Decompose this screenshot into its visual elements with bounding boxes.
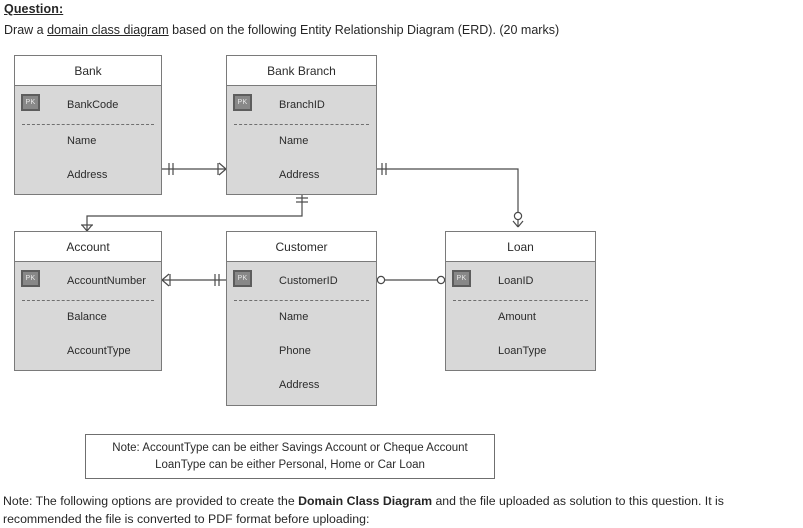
pk-badge-icon: PK — [21, 94, 40, 111]
entity-bank-branch-body: PK BranchID Name Address — [227, 86, 376, 195]
footer-text-before: Note: The following options are provided… — [3, 494, 299, 508]
entity-loan-body: PK LoanID Amount LoanType — [446, 262, 595, 371]
entity-customer-title: Customer — [227, 232, 376, 262]
marker-loan-zero-circle — [513, 211, 523, 221]
entity-loan-title: Loan — [446, 232, 595, 262]
attribute-row: Balance — [15, 300, 161, 334]
pk-badge-icon: PK — [233, 94, 252, 111]
domain-class-diagram-link[interactable]: domain class diagram — [47, 23, 169, 37]
marker-loanleft-zero-circle — [436, 275, 446, 285]
prompt-text-after: based on the following Entity Relationsh… — [168, 23, 560, 37]
erd-connector-lines: Bank Branch (horizontal, at attribute di… — [81, 162, 524, 287]
marker-account-crow-1 — [81, 224, 88, 232]
attribute-row-key: PK BankCode — [15, 86, 161, 124]
marker-loan-crow-1 — [512, 220, 519, 228]
footer-note: Note: The following options are provided… — [3, 492, 800, 528]
attribute-row: Amount — [446, 300, 595, 334]
attribute-name: Name — [67, 135, 97, 147]
attribute-name: Balance — [67, 311, 107, 323]
footer-text-after: and the file uploaded as solution to thi… — [3, 494, 724, 526]
entity-account[interactable]: Account PK AccountNumber Balance Account… — [14, 231, 162, 371]
entity-bank-body: PK BankCode Name Address — [15, 86, 161, 195]
attribute-name: Amount — [498, 311, 536, 323]
note-line-1: Note: AccountType can be either Savings … — [112, 441, 468, 454]
erd-diagram: Bank Branch (horizontal, at attribute di… — [0, 45, 803, 485]
question-prompt: Draw a domain class diagram based on the… — [4, 23, 559, 37]
pk-badge-icon: PK — [452, 270, 471, 287]
marker-branch-crow-2 — [218, 168, 227, 176]
question-heading: Question: — [4, 2, 64, 16]
note-line-2: LoanType can be either Personal, Home or… — [155, 458, 425, 471]
prompt-text-before: Draw a — [4, 23, 48, 37]
entity-account-body: PK AccountNumber Balance AccountType — [15, 262, 161, 371]
pk-divider — [22, 124, 154, 125]
pk-divider — [234, 300, 369, 301]
line-branch-to-loan — [377, 168, 519, 213]
marker-custright-zero-circle — [376, 275, 386, 285]
attribute-row: Address — [227, 158, 376, 192]
attribute-row: Name — [15, 124, 161, 158]
attribute-row: Address — [15, 158, 161, 192]
marker-acct-crow-2 — [161, 279, 170, 287]
diagram-note-box: Note: AccountType can be either Savings … — [85, 434, 495, 479]
entity-bank-title: Bank — [15, 56, 161, 86]
marker-acct-crow-1 — [161, 273, 170, 281]
footer-text-bold: Domain Class Diagram — [298, 494, 433, 508]
attribute-row-key: PK LoanID — [446, 262, 595, 300]
entity-customer[interactable]: Customer PK CustomerID Name Phone Addres… — [226, 231, 377, 406]
attribute-name: Name — [279, 311, 309, 323]
pk-divider — [22, 300, 154, 301]
attribute-name: Phone — [279, 345, 311, 357]
attribute-name: AccountNumber — [67, 275, 146, 287]
entity-bank-branch[interactable]: Bank Branch PK BranchID Name Address — [226, 55, 377, 195]
marker-account-crow-2 — [86, 224, 93, 232]
entity-customer-body: PK CustomerID Name Phone Address — [227, 262, 376, 406]
attribute-row-key: PK BranchID — [227, 86, 376, 124]
entity-bank-branch-title: Bank Branch — [227, 56, 376, 86]
attribute-name: Address — [67, 169, 108, 181]
attribute-name: AccountType — [67, 345, 131, 357]
marker-loan-crow-2 — [517, 220, 524, 228]
line-branch-to-account — [86, 193, 303, 231]
attribute-row: Address — [227, 368, 376, 402]
attribute-name: BankCode — [67, 99, 119, 111]
attribute-row: Name — [227, 124, 376, 158]
entity-account-title: Account — [15, 232, 161, 262]
attribute-name: LoanID — [498, 275, 534, 287]
attribute-name: LoanType — [498, 345, 547, 357]
pk-divider — [453, 300, 588, 301]
attribute-row: Phone — [227, 334, 376, 368]
attribute-row-key: PK AccountNumber — [15, 262, 161, 300]
attribute-name: BranchID — [279, 99, 325, 111]
attribute-name: Address — [279, 379, 320, 391]
entity-loan[interactable]: Loan PK LoanID Amount LoanType — [445, 231, 596, 371]
attribute-row: Name — [227, 300, 376, 334]
pk-badge-icon: PK — [21, 270, 40, 287]
pk-divider — [234, 124, 369, 125]
attribute-name: Address — [279, 169, 320, 181]
attribute-name: CustomerID — [279, 275, 338, 287]
attribute-name: Name — [279, 135, 309, 147]
attribute-row: LoanType — [446, 334, 595, 368]
entity-bank[interactable]: Bank PK BankCode Name Address — [14, 55, 162, 195]
attribute-row-key: PK CustomerID — [227, 262, 376, 300]
attribute-row: AccountType — [15, 334, 161, 368]
pk-badge-icon: PK — [233, 270, 252, 287]
marker-branch-crow-1 — [218, 162, 227, 170]
